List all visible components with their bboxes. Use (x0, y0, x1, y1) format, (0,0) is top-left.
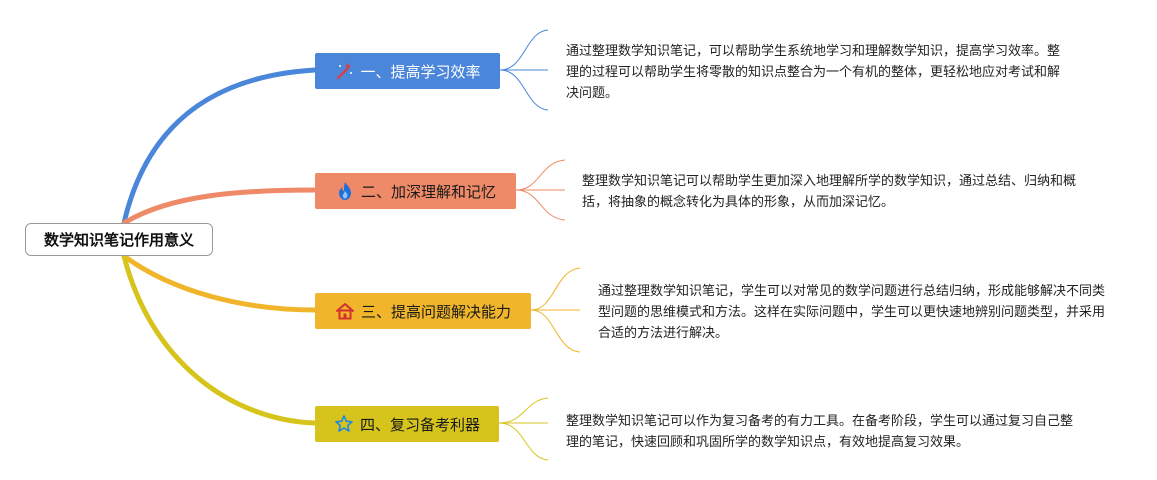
magic-wand-icon (334, 61, 354, 81)
connector-branch-4 (121, 253, 318, 426)
branch-node-1[interactable]: 一、提高学习效率 (315, 53, 500, 89)
flame-icon (335, 181, 355, 201)
connector-branch-3 (121, 253, 318, 313)
star-icon (334, 414, 354, 434)
link-desc-2 (515, 159, 566, 221)
house-icon (335, 301, 355, 321)
root-node[interactable]: 数学知识笔记作用意义 (25, 223, 213, 256)
branch-description-2: 整理数学知识笔记可以帮助学生更加深入地理解所学的数学知识，通过总结、归纳和概括，… (582, 174, 1077, 210)
link-desc-1 (499, 29, 549, 111)
link-desc-3 (530, 267, 581, 353)
branch-description-1: 通过整理数学知识笔记，可以帮助学生系统地学习和理解数学知识，提高学习效率。整理的… (566, 44, 1061, 101)
branch-label-3: 三、提高问题解决能力 (360, 302, 511, 321)
branch-node-2[interactable]: 二、加深理解和记忆 (315, 173, 516, 209)
link-desc-4 (498, 397, 549, 461)
branch-label-1: 一、提高学习效率 (360, 62, 481, 81)
branch-description-4: 整理数学知识笔记可以作为复习备考的有力工具。在备考阶段，学生可以通过复习自己整理… (566, 414, 1074, 450)
connector-branch-1 (121, 67, 318, 226)
branch-label-4: 四、复习备考利器 (359, 415, 480, 434)
connector-branch-2 (121, 187, 318, 226)
branch-description-3: 通过整理数学知识笔记，学生可以对常见的数学问题进行总结归纳，形成能够解决不同类型… (598, 284, 1106, 341)
branch-node-4[interactable]: 四、复习备考利器 (315, 406, 499, 442)
branch-label-2: 二、加深理解和记忆 (360, 182, 496, 201)
branch-node-3[interactable]: 三、提高问题解决能力 (315, 293, 531, 329)
